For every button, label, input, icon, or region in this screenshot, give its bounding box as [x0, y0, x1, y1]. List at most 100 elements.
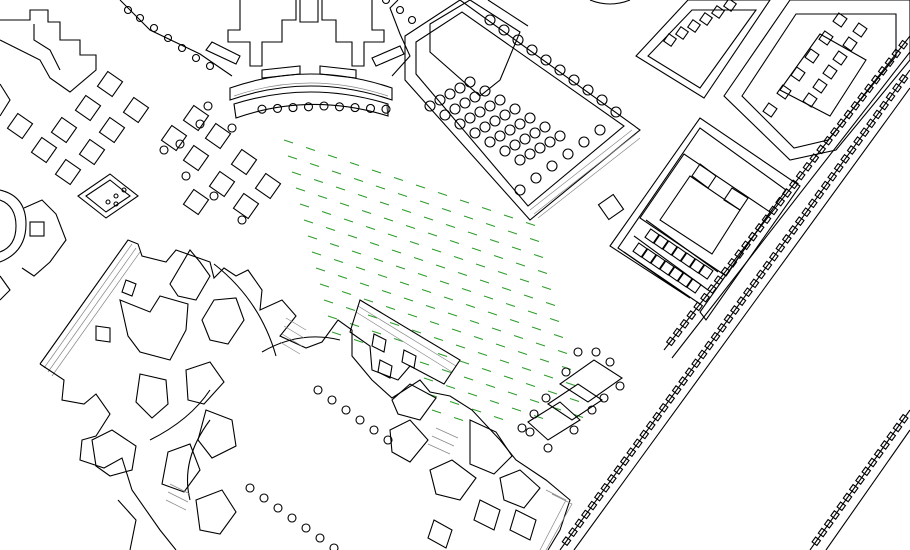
- shop-wall-tooth: [898, 39, 909, 50]
- shop-wall-tooth: [873, 448, 884, 459]
- shop-wall-tooth: [867, 457, 878, 468]
- shop-wall-tooth: [652, 411, 663, 422]
- grass-mark: [371, 169, 382, 174]
- column: [175, 139, 185, 149]
- grass-mark: [361, 210, 372, 214]
- column: [569, 425, 579, 435]
- grass-mark: [321, 211, 332, 215]
- shop-wall-tooth: [879, 100, 890, 111]
- cell: [674, 25, 690, 41]
- shop-wall-tooth: [823, 518, 834, 529]
- shop-wall-tooth: [855, 475, 865, 485]
- column: [582, 84, 594, 96]
- shop-wall-tooth: [846, 145, 857, 155]
- shop-wall-tooth: [606, 473, 617, 484]
- grass-mark: [507, 391, 518, 396]
- grass-mark: [485, 223, 496, 227]
- northwest-pavilions: [6, 70, 213, 186]
- column: [257, 104, 267, 114]
- shop-wall-tooth: [713, 275, 724, 286]
- grass-mark: [539, 358, 550, 363]
- grass-mark: [349, 162, 360, 166]
- grass-mark: [419, 200, 430, 205]
- pavilion: [98, 116, 126, 144]
- shop-wall-tooth: [872, 109, 883, 120]
- grass-mark: [511, 407, 522, 412]
- grass-mark: [423, 216, 434, 221]
- grass-mark: [529, 399, 540, 403]
- northeast-cells: [662, 0, 868, 118]
- portico-east-columns: [517, 347, 625, 453]
- grass-mark: [507, 230, 518, 235]
- column: [381, 104, 391, 114]
- shop-wall-tooth: [898, 73, 909, 84]
- grass-mark: [387, 233, 398, 238]
- shop-wall-tooth: [850, 100, 861, 111]
- column: [561, 367, 571, 377]
- grass-mark: [505, 303, 516, 307]
- shop-wall-tooth: [600, 482, 611, 493]
- grass-mark: [525, 383, 536, 387]
- column: [149, 23, 159, 33]
- cell: [653, 234, 669, 250]
- shop-wall-tooth: [842, 492, 853, 503]
- pavilion: [204, 122, 232, 150]
- grass-mark: [457, 272, 468, 276]
- column: [469, 127, 481, 139]
- grass-mark: [493, 255, 504, 259]
- shop-wall-tooth: [892, 82, 902, 93]
- pavilion: [230, 148, 258, 176]
- grass-mark: [489, 400, 500, 404]
- column: [543, 443, 553, 453]
- column: [383, 435, 393, 445]
- shop-wall-tooth: [706, 283, 717, 294]
- shop-wall-tooth: [795, 170, 806, 181]
- grass-mark: [423, 377, 434, 382]
- shop-wall-tooth: [817, 527, 828, 538]
- grass-mark: [309, 163, 320, 167]
- column: [544, 136, 556, 148]
- grass-mark: [465, 304, 476, 308]
- grass-mark: [399, 281, 410, 286]
- column: [573, 347, 583, 357]
- grass-mark: [445, 224, 456, 228]
- column: [509, 103, 521, 115]
- column: [444, 88, 456, 100]
- shop-wall-tooth: [892, 422, 903, 433]
- grass-mark: [303, 219, 314, 224]
- grass-mark: [521, 367, 532, 371]
- grass-mark: [311, 251, 322, 256]
- shop-wall-tooth: [801, 207, 812, 218]
- column: [191, 53, 201, 63]
- grass-mark: [535, 342, 546, 347]
- grass-mark: [305, 147, 316, 151]
- grass-mark: [525, 222, 536, 226]
- column: [594, 124, 606, 136]
- cell: [689, 258, 705, 274]
- grass-mark: [413, 257, 424, 261]
- cell: [790, 66, 806, 82]
- shop-street: [559, 35, 910, 550]
- cell: [832, 50, 848, 66]
- shop-wall-tooth: [665, 393, 676, 404]
- portico-east: [527, 359, 623, 441]
- column: [123, 5, 133, 15]
- grass-mark: [467, 231, 478, 236]
- column: [479, 121, 491, 133]
- shop-wall-tooth: [788, 225, 799, 235]
- column: [203, 101, 213, 111]
- grass-mark: [557, 350, 568, 354]
- pavilion: [182, 188, 210, 216]
- cell: [668, 266, 684, 282]
- shop-wall-tooth: [717, 322, 727, 333]
- shop-wall-tooth: [700, 292, 710, 303]
- column: [484, 14, 496, 26]
- column: [610, 106, 622, 118]
- column: [424, 100, 436, 112]
- column: [554, 64, 566, 76]
- shop-wall-tooth: [782, 188, 792, 198]
- shop-wall-tooth: [613, 465, 624, 475]
- grass-mark: [461, 288, 472, 292]
- column: [546, 160, 558, 172]
